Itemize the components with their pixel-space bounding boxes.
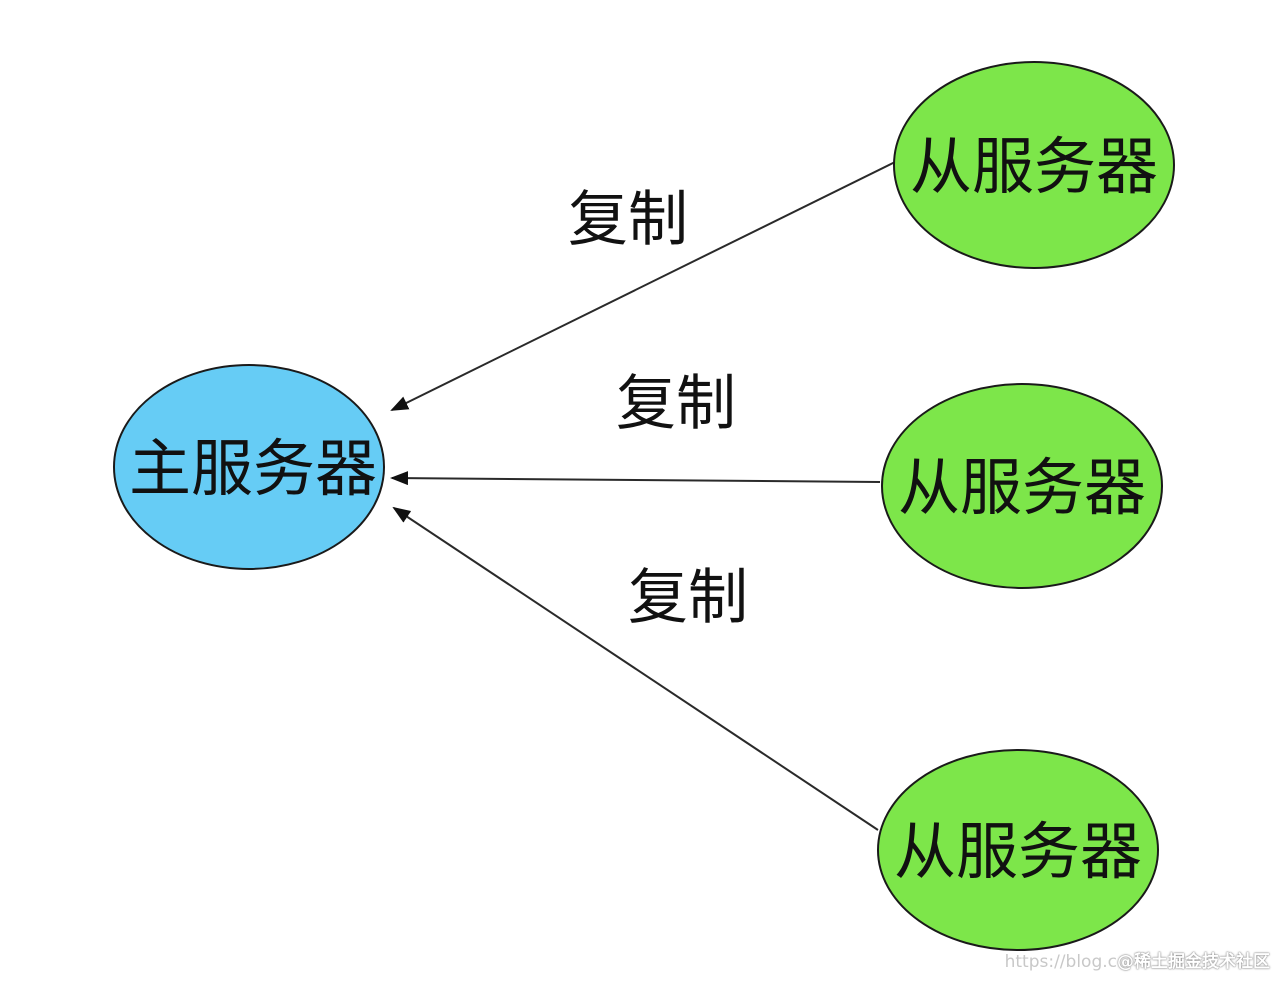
master-node: 主服务器 — [113, 364, 385, 570]
edge-label-bottom: 复制 — [628, 563, 748, 633]
slave-node-label: 从服务器 — [894, 815, 1142, 888]
edge-arrow-bottom — [392, 506, 879, 831]
edge-label-top: 复制 — [568, 185, 688, 255]
slave-node-top: 从服务器 — [893, 61, 1175, 269]
slave-node-bottom: 从服务器 — [877, 749, 1159, 951]
slave-node-shape — [893, 61, 1175, 269]
slave-node-label: 从服务器 — [898, 451, 1146, 524]
watermark-url: https://blog.c — [1004, 952, 1117, 972]
edge-arrow-top — [390, 161, 896, 411]
watermark: https://blog.c@稀土掘金技术社区 — [1005, 947, 1270, 972]
slave-node-shape — [881, 383, 1163, 589]
edge-label-middle: 复制 — [616, 369, 736, 439]
edge-arrow-middle — [390, 471, 881, 486]
slave-node-shape — [877, 749, 1159, 951]
slave-node-middle: 从服务器 — [881, 383, 1163, 589]
master-node-shape — [113, 364, 385, 570]
master-node-label: 主服务器 — [129, 432, 377, 505]
slave-node-label: 从服务器 — [910, 130, 1158, 203]
watermark-brand: @稀土掘金技术社区 — [1117, 952, 1270, 972]
